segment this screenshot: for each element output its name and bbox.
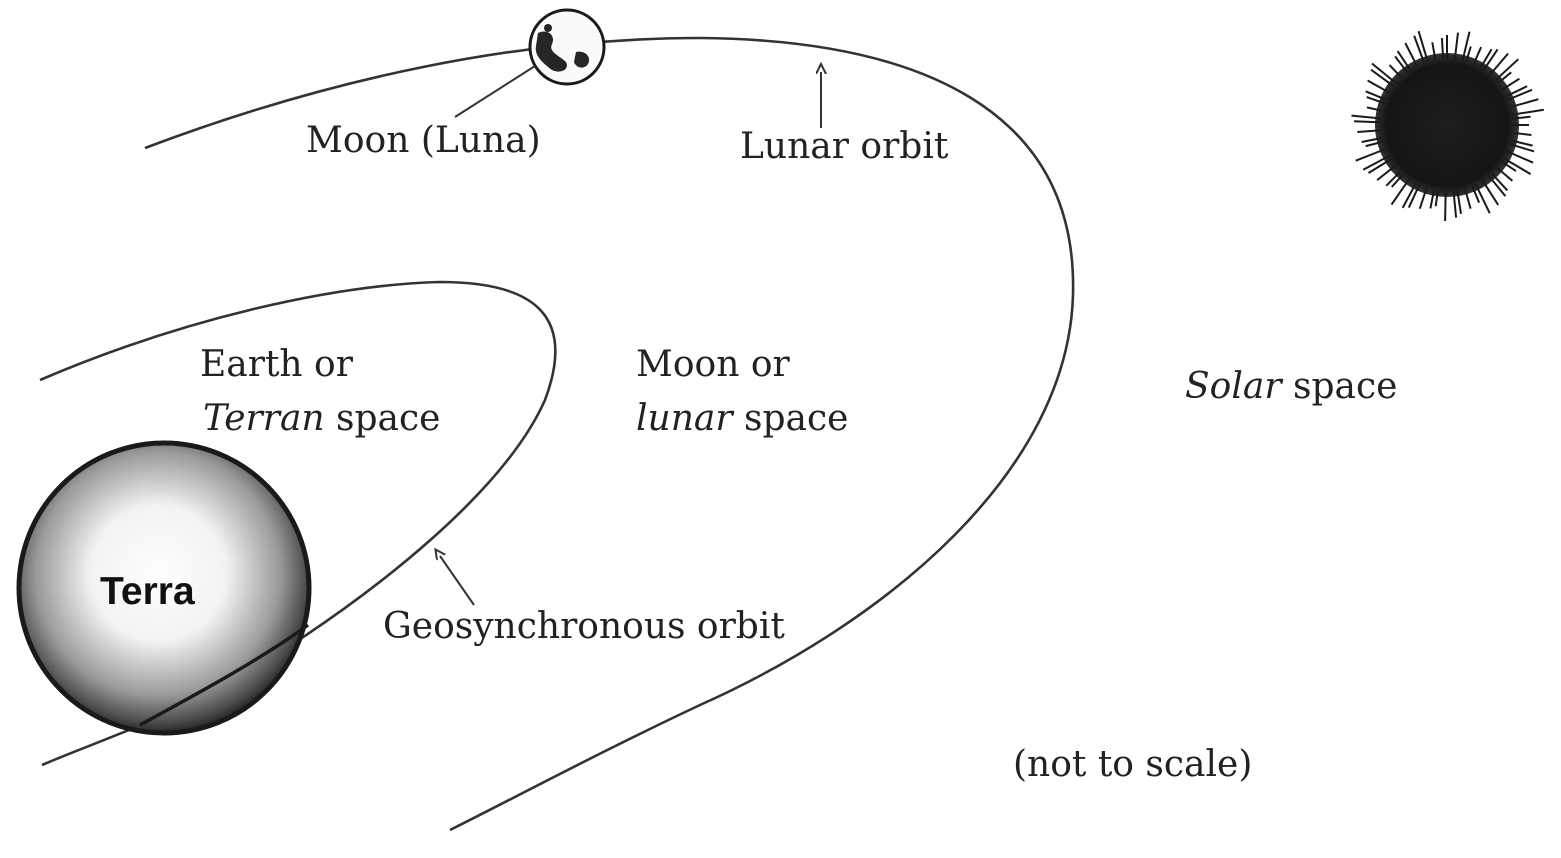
sun-ray	[1494, 58, 1519, 81]
sun-ray	[1351, 114, 1382, 120]
sun-ray	[1497, 71, 1512, 84]
sun-ray	[1413, 35, 1426, 64]
sun-ray	[1396, 50, 1412, 71]
earth-space-rest: space	[325, 398, 441, 439]
solar-space-label: Solar space	[1185, 366, 1397, 407]
sun-ray	[1461, 31, 1471, 62]
sun-ray	[1361, 136, 1383, 143]
moon-space-rest: space	[733, 398, 849, 439]
sun-ray	[1391, 173, 1404, 188]
geosync-orbit-arrow	[440, 556, 475, 606]
sun-ray	[1496, 167, 1514, 182]
sun-ray	[1505, 85, 1528, 98]
sun-ray	[1371, 62, 1397, 84]
moon-space-label-line1: Moon or	[636, 344, 791, 385]
sun-ray	[1479, 48, 1493, 69]
sun-ray	[1507, 88, 1533, 101]
lunar-orbit-path	[144, 36, 1075, 832]
sun-icon	[1351, 30, 1544, 222]
sun-ray	[1489, 52, 1509, 76]
sun-ray	[1488, 175, 1507, 197]
sun-ray	[1512, 115, 1531, 120]
sun-ray	[1394, 55, 1408, 73]
sun-ray	[1376, 165, 1396, 181]
sun-ray	[1407, 184, 1421, 209]
sun-ray	[1388, 64, 1403, 79]
sun-ray	[1471, 185, 1481, 203]
geosynchronous-orbit-label: Geosynchronous orbit	[383, 606, 785, 647]
earth-space-label-line2: Terran space	[203, 398, 441, 439]
sun-ray	[1362, 155, 1390, 171]
sun-ray	[1417, 30, 1429, 63]
sun-ray	[1385, 170, 1402, 187]
earth-icon	[16, 440, 312, 736]
moon-icon	[528, 8, 606, 86]
sun-ray	[1367, 79, 1390, 94]
sun-ray	[1401, 182, 1417, 209]
moon-leader-line	[454, 65, 536, 118]
sun-ray	[1365, 140, 1384, 148]
sun-ray	[1354, 120, 1382, 124]
sun-ray	[1510, 139, 1533, 147]
sun-ray	[1507, 150, 1534, 164]
sun-ray	[1503, 157, 1532, 175]
earth-space-italic: Terran	[203, 398, 325, 439]
geosynchronous-orbit-front	[139, 623, 310, 727]
sun-ray	[1355, 148, 1386, 162]
moon-label: Moon (Luna)	[306, 120, 541, 161]
earth-space-label-line1: Earth or	[200, 344, 354, 385]
solar-space-rest: space	[1282, 366, 1398, 407]
solar-space-italic: Solar	[1185, 366, 1283, 407]
lunar-orbit-label: Lunar orbit	[740, 126, 949, 167]
sun-ray	[1366, 96, 1386, 105]
sun-ray	[1512, 108, 1544, 116]
not-to-scale-note: (not to scale)	[1013, 744, 1252, 785]
sun-ray	[1365, 90, 1387, 101]
sun-ray	[1510, 98, 1539, 109]
sun-ray	[1440, 38, 1445, 60]
sun-ray	[1502, 77, 1520, 91]
sun-ray	[1434, 190, 1439, 207]
moon-space-label-line2: lunar space	[636, 398, 848, 439]
sun-ray	[1501, 160, 1517, 172]
sun-ray	[1481, 180, 1500, 206]
terra-label: Terra	[100, 570, 195, 613]
sun-ray	[1452, 190, 1458, 218]
sun-ray	[1491, 172, 1509, 192]
sun-ray	[1431, 42, 1437, 61]
sun-ray	[1453, 32, 1459, 60]
sun-ray	[1509, 143, 1535, 153]
sun-ray	[1472, 46, 1483, 65]
sun-ray	[1512, 131, 1532, 136]
sun-ray	[1367, 158, 1392, 174]
sun-ray	[1474, 183, 1491, 214]
sun-ray	[1429, 189, 1436, 209]
sun-ray	[1366, 106, 1383, 112]
sun-ray	[1456, 190, 1462, 215]
sun-ray	[1444, 190, 1447, 222]
moon-space-italic: lunar	[636, 398, 734, 439]
sun-ray	[1357, 129, 1382, 133]
sun-ray	[1482, 48, 1499, 71]
sun-ray	[1418, 187, 1428, 210]
sun-ray	[1465, 46, 1472, 63]
sun-ray	[1370, 68, 1395, 88]
sun-ray	[1463, 188, 1472, 209]
sun-ray	[1390, 178, 1411, 206]
sun-ray	[1404, 42, 1418, 67]
